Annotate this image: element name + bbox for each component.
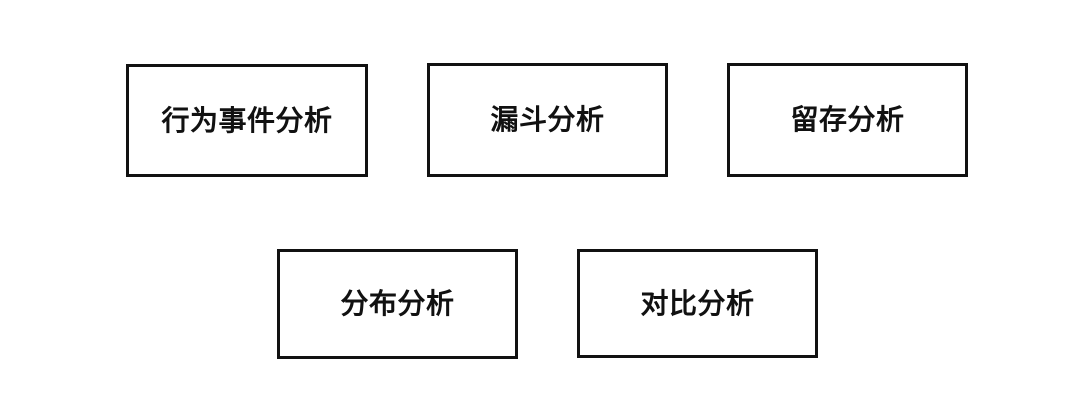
node-funnel-analysis[interactable]: 漏斗分析 xyxy=(427,63,668,177)
node-retention-analysis[interactable]: 留存分析 xyxy=(727,63,968,177)
node-behavior-event-analysis[interactable]: 行为事件分析 xyxy=(126,64,368,177)
node-label-behavior-event-analysis: 行为事件分析 xyxy=(161,103,333,137)
node-comparison-analysis[interactable]: 对比分析 xyxy=(577,249,818,358)
node-label-comparison-analysis: 对比分析 xyxy=(640,286,755,320)
node-label-distribution-analysis: 分布分析 xyxy=(340,287,455,320)
node-label-retention-analysis: 留存分析 xyxy=(790,103,905,136)
node-label-funnel-analysis: 漏斗分析 xyxy=(490,103,605,136)
node-distribution-analysis[interactable]: 分布分析 xyxy=(277,249,518,359)
